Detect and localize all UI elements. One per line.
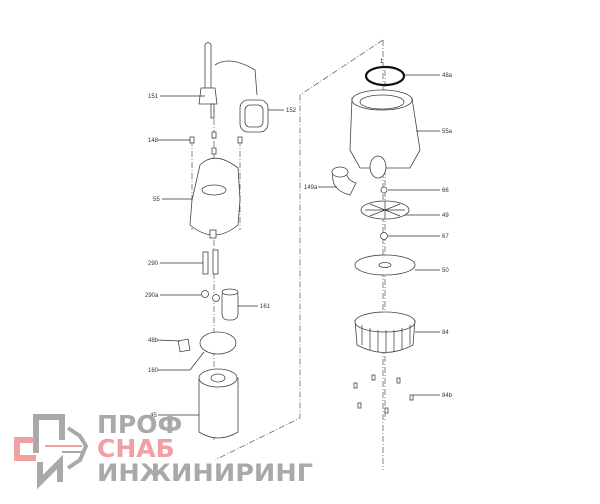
part-66-washer <box>380 186 388 194</box>
part-151-float-switch <box>198 42 218 119</box>
part-50-disc <box>354 254 416 276</box>
label-1: 1 <box>380 59 384 65</box>
part-84b-screws <box>353 374 414 414</box>
part-45-motor <box>198 368 239 439</box>
logo-mark-c <box>14 437 36 461</box>
part-152-float <box>214 60 269 133</box>
label-152: 152 <box>286 108 297 114</box>
label-45: 45 <box>150 413 157 419</box>
logo-mark-p <box>33 414 65 453</box>
leader-lines <box>157 74 440 416</box>
logo-text-line3: ИНЖИНИРИНГ <box>97 459 313 487</box>
part-48b-connector <box>177 338 191 353</box>
part-290-bolts <box>202 249 219 275</box>
label-84: 84 <box>442 330 449 336</box>
logo-text-line1: ПРОФ <box>97 410 182 439</box>
part-55a-pump-housing <box>349 89 421 179</box>
logo-text-line2: СНАБ <box>97 434 175 463</box>
part-161-capacitor <box>221 288 239 321</box>
label-66: 66 <box>442 188 449 194</box>
label-55a: 55a <box>442 129 453 135</box>
part-49-impeller <box>360 200 410 220</box>
label-148: 148 <box>148 138 159 144</box>
watermark-logo: ПРОФ СНАБ ИНЖИНИРИНГ <box>14 410 313 490</box>
part-67-nut <box>380 232 388 240</box>
part-148-screws <box>189 131 243 155</box>
part-48a-o-ring <box>364 65 406 87</box>
label-67: 67 <box>442 234 449 240</box>
label-48a: 48a <box>442 73 453 79</box>
label-160: 160 <box>148 368 159 374</box>
label-48b: 48b <box>148 338 159 344</box>
logo-mark-i <box>37 454 63 490</box>
label-55: 55 <box>153 197 160 203</box>
part-160-plate <box>199 331 237 355</box>
label-149a: 149a <box>304 185 318 191</box>
label-50: 50 <box>442 268 449 274</box>
label-161: 161 <box>260 304 271 310</box>
label-290: 290 <box>148 261 159 267</box>
part-149a-elbow <box>331 166 357 196</box>
part-290a-nuts <box>201 290 220 302</box>
logo-gear <box>66 426 89 470</box>
label-84b: 84b <box>442 393 453 399</box>
label-49: 49 <box>442 213 449 219</box>
label-290a: 290a <box>145 293 159 299</box>
part-55-housing <box>189 157 241 239</box>
part-84-strainer <box>354 311 416 353</box>
label-151: 151 <box>148 94 159 100</box>
